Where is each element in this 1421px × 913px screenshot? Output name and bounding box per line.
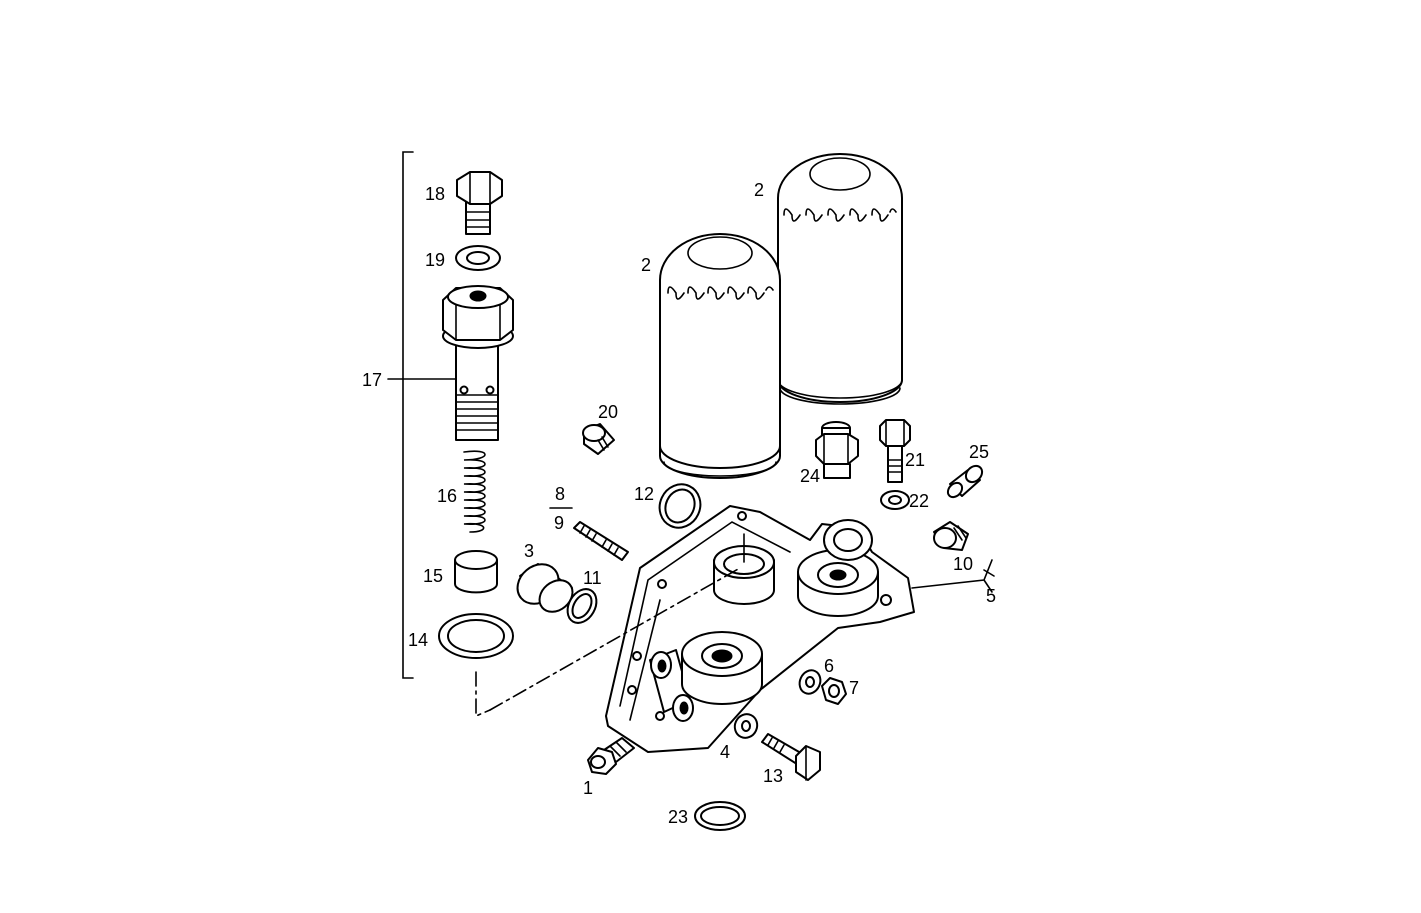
callout-20: 20 [598, 402, 618, 422]
callout-1: 1 [583, 778, 593, 798]
callout-3: 3 [524, 541, 534, 561]
callout-14: 14 [408, 630, 428, 650]
callout-22: 22 [909, 491, 929, 511]
small-o-ring-part [566, 588, 598, 624]
filter-cartridge-rear [777, 153, 903, 405]
callout-19: 19 [425, 250, 445, 270]
callout-10: 10 [953, 554, 973, 574]
spring-part [463, 450, 486, 533]
group-bracket [387, 151, 457, 679]
callout-2-rear: 2 [754, 180, 764, 200]
hex-plug-part [933, 521, 969, 551]
plug-part [582, 423, 615, 455]
callout-15: 15 [423, 566, 443, 586]
filter-cartridge-front [659, 233, 781, 479]
callout-25: 25 [969, 442, 989, 462]
callout-2-front: 2 [641, 255, 651, 275]
bolt-part [879, 419, 911, 483]
fitting-part [587, 737, 635, 775]
filter-housing [605, 505, 915, 753]
stud-part [573, 521, 629, 561]
o-ring-part [658, 483, 702, 529]
large-o-ring-part [694, 801, 746, 831]
callout-labels: 1 2 2 3 4 5 6 7 8 9 10 11 12 13 14 15 16… [362, 180, 996, 827]
callout-23: 23 [668, 807, 688, 827]
callout-4: 4 [720, 742, 730, 762]
callout-7: 7 [849, 678, 859, 698]
cap-screw-part [761, 733, 821, 781]
callout-6: 6 [824, 656, 834, 676]
bushing-part [516, 563, 574, 613]
valve-body-part [442, 285, 514, 441]
flat-washer-part [733, 713, 759, 739]
callout-11: 11 [583, 568, 602, 588]
callout-12: 12 [634, 484, 654, 504]
callout-24: 24 [800, 466, 820, 486]
grease-nipple-part [946, 464, 984, 499]
callout-16: 16 [437, 486, 457, 506]
callout-9: 9 [554, 513, 564, 533]
leader-lines [475, 507, 995, 718]
washer-nut-part [798, 669, 847, 705]
callout-8: 8 [555, 484, 565, 504]
callout-5: 5 [986, 586, 996, 606]
callout-18: 18 [425, 184, 445, 204]
callout-13: 13 [763, 766, 783, 786]
callout-21: 21 [905, 450, 925, 470]
small-washer-part [880, 490, 910, 510]
hex-bolt-part [456, 171, 503, 235]
seal-ring-part [438, 613, 514, 659]
callout-17: 17 [362, 370, 382, 390]
washer-part [455, 245, 501, 271]
sleeve-part [454, 550, 498, 594]
union-fitting-part [815, 421, 859, 479]
